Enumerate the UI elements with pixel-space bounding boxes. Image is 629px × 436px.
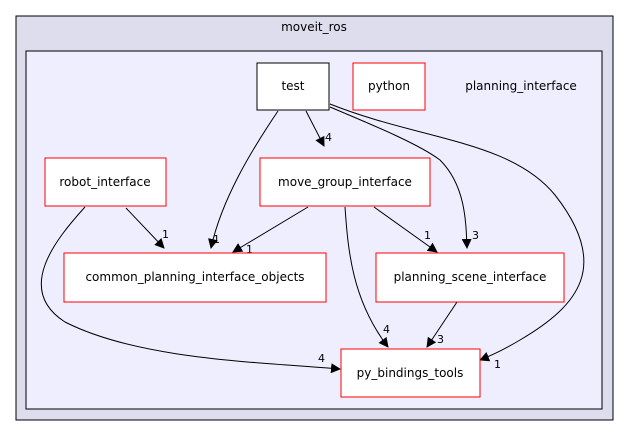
edge-robot-interface-common-planning-interface-objects xyxy=(125,207,165,249)
node-test[interactable]: test xyxy=(256,62,330,111)
node-common-planning-interface-objects[interactable]: common_planning_interface_objects xyxy=(63,252,327,303)
edge-move-group-interface-common-planning-interface-objects xyxy=(232,206,309,253)
edge-label: 1 xyxy=(246,243,253,256)
edge-label: 4 xyxy=(325,131,332,144)
node-robot-interface[interactable]: robot_interface xyxy=(44,157,167,207)
edge-robot-interface-py-bindings-tools xyxy=(40,206,341,374)
edge-label: 1 xyxy=(494,358,501,371)
edge-label: 3 xyxy=(472,229,479,242)
edge-test-planning-scene-interface xyxy=(329,106,472,249)
node-label: move_group_interface xyxy=(278,175,412,189)
node-label: py_bindings_tools xyxy=(357,366,464,380)
edge-label: 4 xyxy=(318,352,325,365)
outer-cluster-label: moveit_ros xyxy=(281,20,347,34)
edge-test-move-group-interface xyxy=(305,110,325,147)
node-move-group-interface[interactable]: move_group_interface xyxy=(259,157,431,207)
edge-test-py-bindings-tools xyxy=(329,103,585,362)
edge-label: 1 xyxy=(424,229,431,242)
inner-cluster[interactable] xyxy=(25,50,603,410)
node-label: python xyxy=(368,79,410,93)
node-label: common_planning_interface_objects xyxy=(85,270,304,284)
edge-move-group-interface-planning-scene-interface xyxy=(373,206,438,253)
edge-test-common-planning-interface-objects xyxy=(208,110,279,249)
edge-label: 1 xyxy=(162,228,169,241)
node-py-bindings-tools[interactable]: py_bindings_tools xyxy=(340,348,481,398)
edge-label: 4 xyxy=(383,323,390,336)
inner-cluster-label: planning_interface xyxy=(465,79,577,93)
edge-planning-scene-interface-py-bindings-tools xyxy=(426,301,458,348)
node-label: planning_scene_interface xyxy=(394,270,547,284)
edge-move-group-interface-py-bindings-tools xyxy=(344,206,389,348)
edge-label: 3 xyxy=(437,333,444,346)
node-python[interactable]: python xyxy=(352,62,426,111)
node-planning-scene-interface[interactable]: planning_scene_interface xyxy=(375,252,565,303)
node-label: test xyxy=(281,79,304,93)
edge-label: 1 xyxy=(213,233,220,246)
node-label: robot_interface xyxy=(59,175,150,189)
